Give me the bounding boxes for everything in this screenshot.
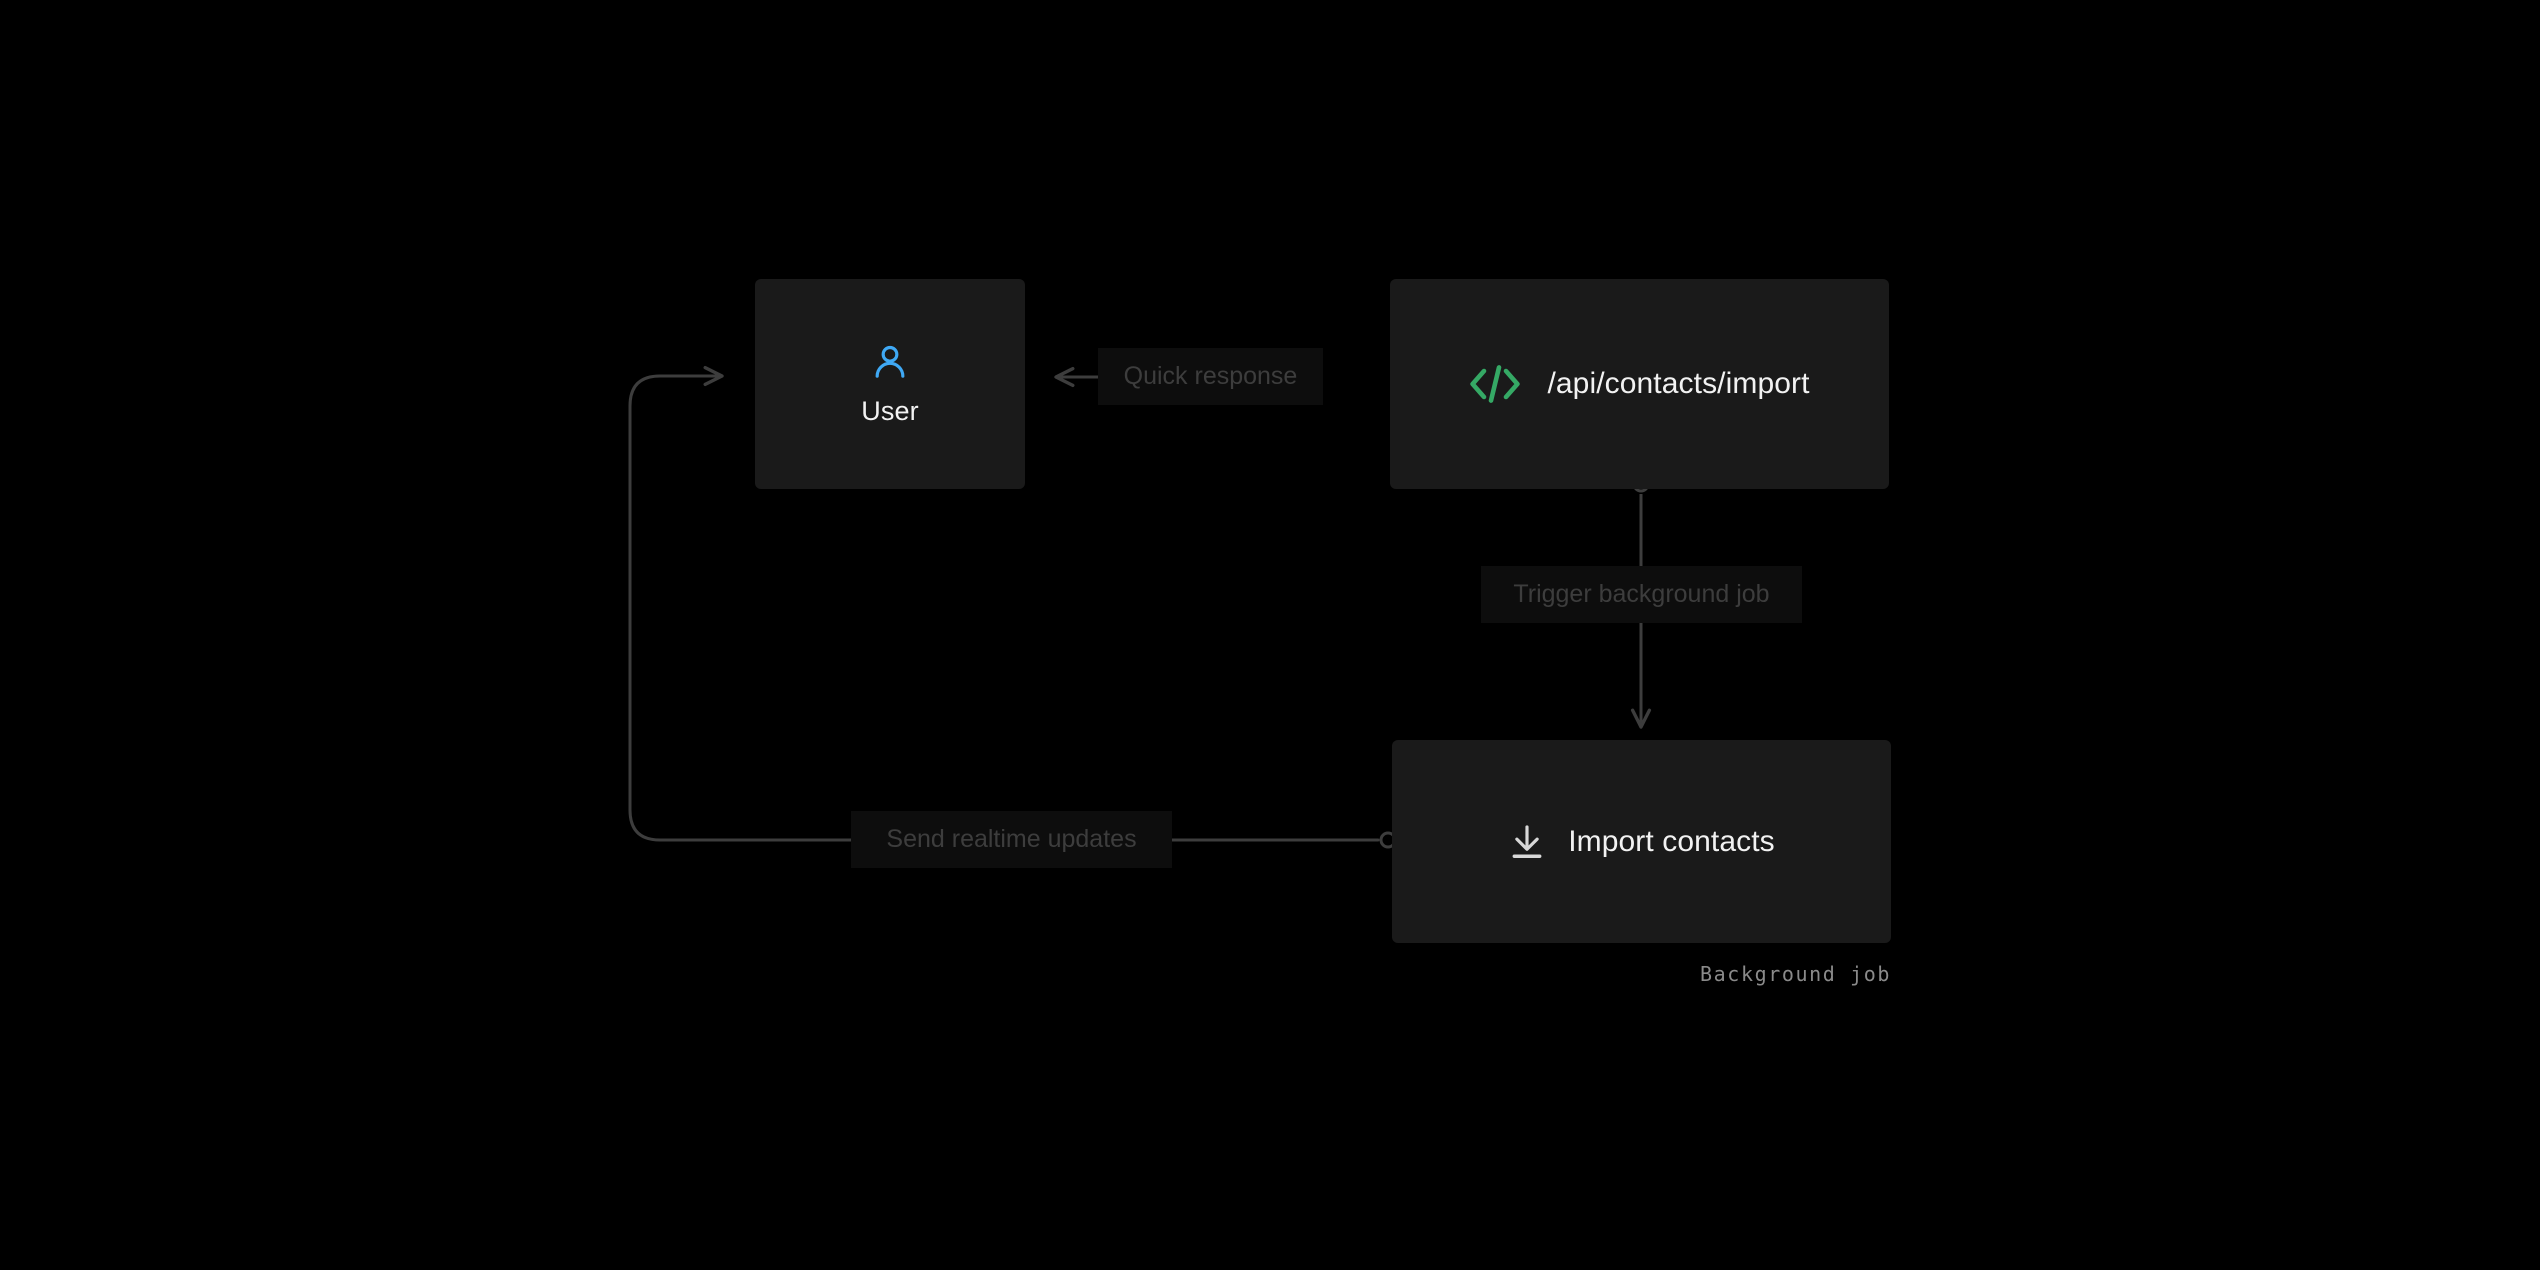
node-api-endpoint[interactable]: /api/contacts/import [1390,279,1889,489]
edge-import-user-path [628,365,1380,842]
download-icon [1508,823,1546,861]
node-user-label: User [861,395,919,426]
node-import-contacts-caption: Background job [1700,962,1891,986]
edge-label-quick-response: Quick response [1098,348,1323,405]
code-icon [1469,363,1521,405]
node-user[interactable]: User [755,279,1025,489]
user-icon [870,342,910,382]
edge-label-trigger-background-job: Trigger background job [1481,566,1802,623]
node-import-contacts-label: Import contacts [1568,824,1775,858]
node-import-contacts[interactable]: Import contacts [1392,740,1891,943]
edge-import-user [628,365,1397,849]
edge-label-send-realtime-updates: Send realtime updates [851,811,1172,868]
node-api-endpoint-label: /api/contacts/import [1547,367,1810,400]
